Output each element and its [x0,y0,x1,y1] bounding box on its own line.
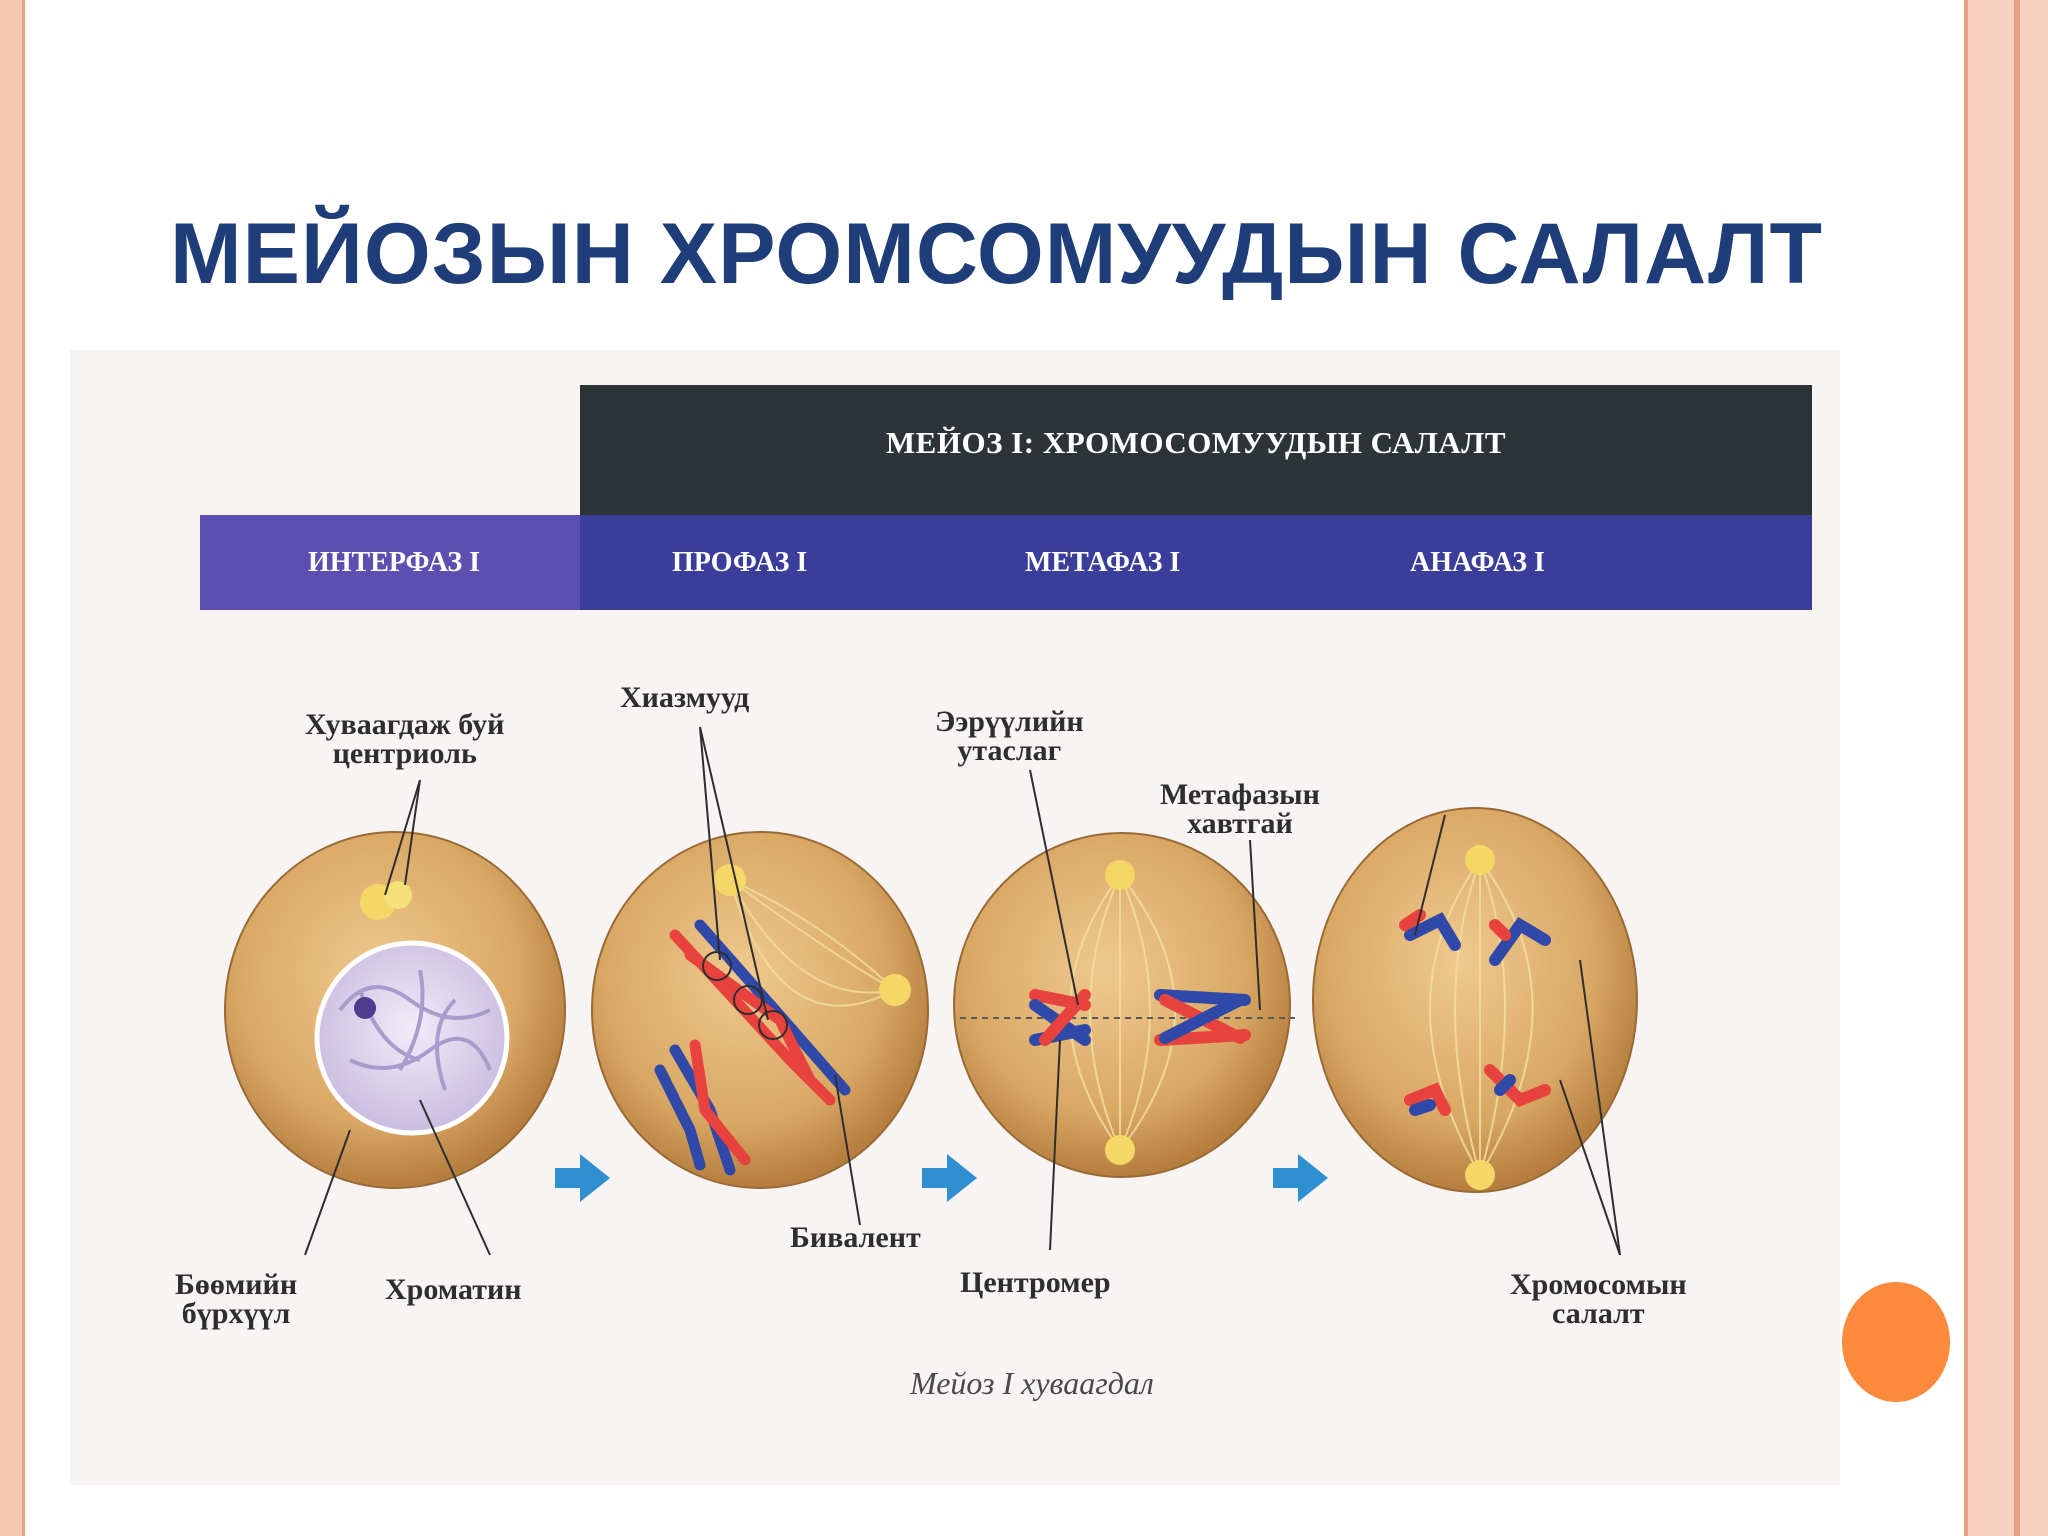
label-chiasma: Хиазмууд [620,681,750,714]
interphase-cell [224,831,566,1189]
header-band [580,385,1812,515]
phase-label-anaphase: АНАФАЗ I [1410,547,1545,578]
label-centromere: Центромер [960,1266,1111,1299]
slide-frame-right [1968,0,2048,1536]
interphase-band [200,515,580,610]
leader-lines [304,726,1621,1256]
anaphase-cell [1312,807,1638,1193]
slide-frame-left [0,0,22,1536]
label-bivalent: Бивалент [790,1221,921,1254]
figure-caption: Мейоз I хуваагдал [910,1365,1154,1401]
slide-frame-left-line [22,0,25,1536]
phases-band [580,515,1812,610]
slide-frame-right-inner [2014,0,2020,1536]
slide-frame-right-line [1964,0,1968,1536]
arrow-icon [555,1154,1328,1202]
phase-label-metaphase: МЕТАФАЗ I [1025,547,1181,578]
phase-label-interphase: ИНТЕРФАЗ I [308,547,481,578]
label-chromatin: Хроматин [385,1273,522,1306]
phase-label-prophase: ПРОФАЗ I [672,547,808,578]
metaphase-cell [953,832,1295,1178]
header-band-title: МЕЙОЗ I: ХРОМОСОМУУДЫН САЛАЛТ [885,425,1507,460]
prophase-cell [591,831,929,1189]
decorative-dot [1842,1282,1950,1402]
slide-title: МЕЙОЗЫН ХРОМСОМУУДЫН САЛАЛТ [170,206,1823,302]
